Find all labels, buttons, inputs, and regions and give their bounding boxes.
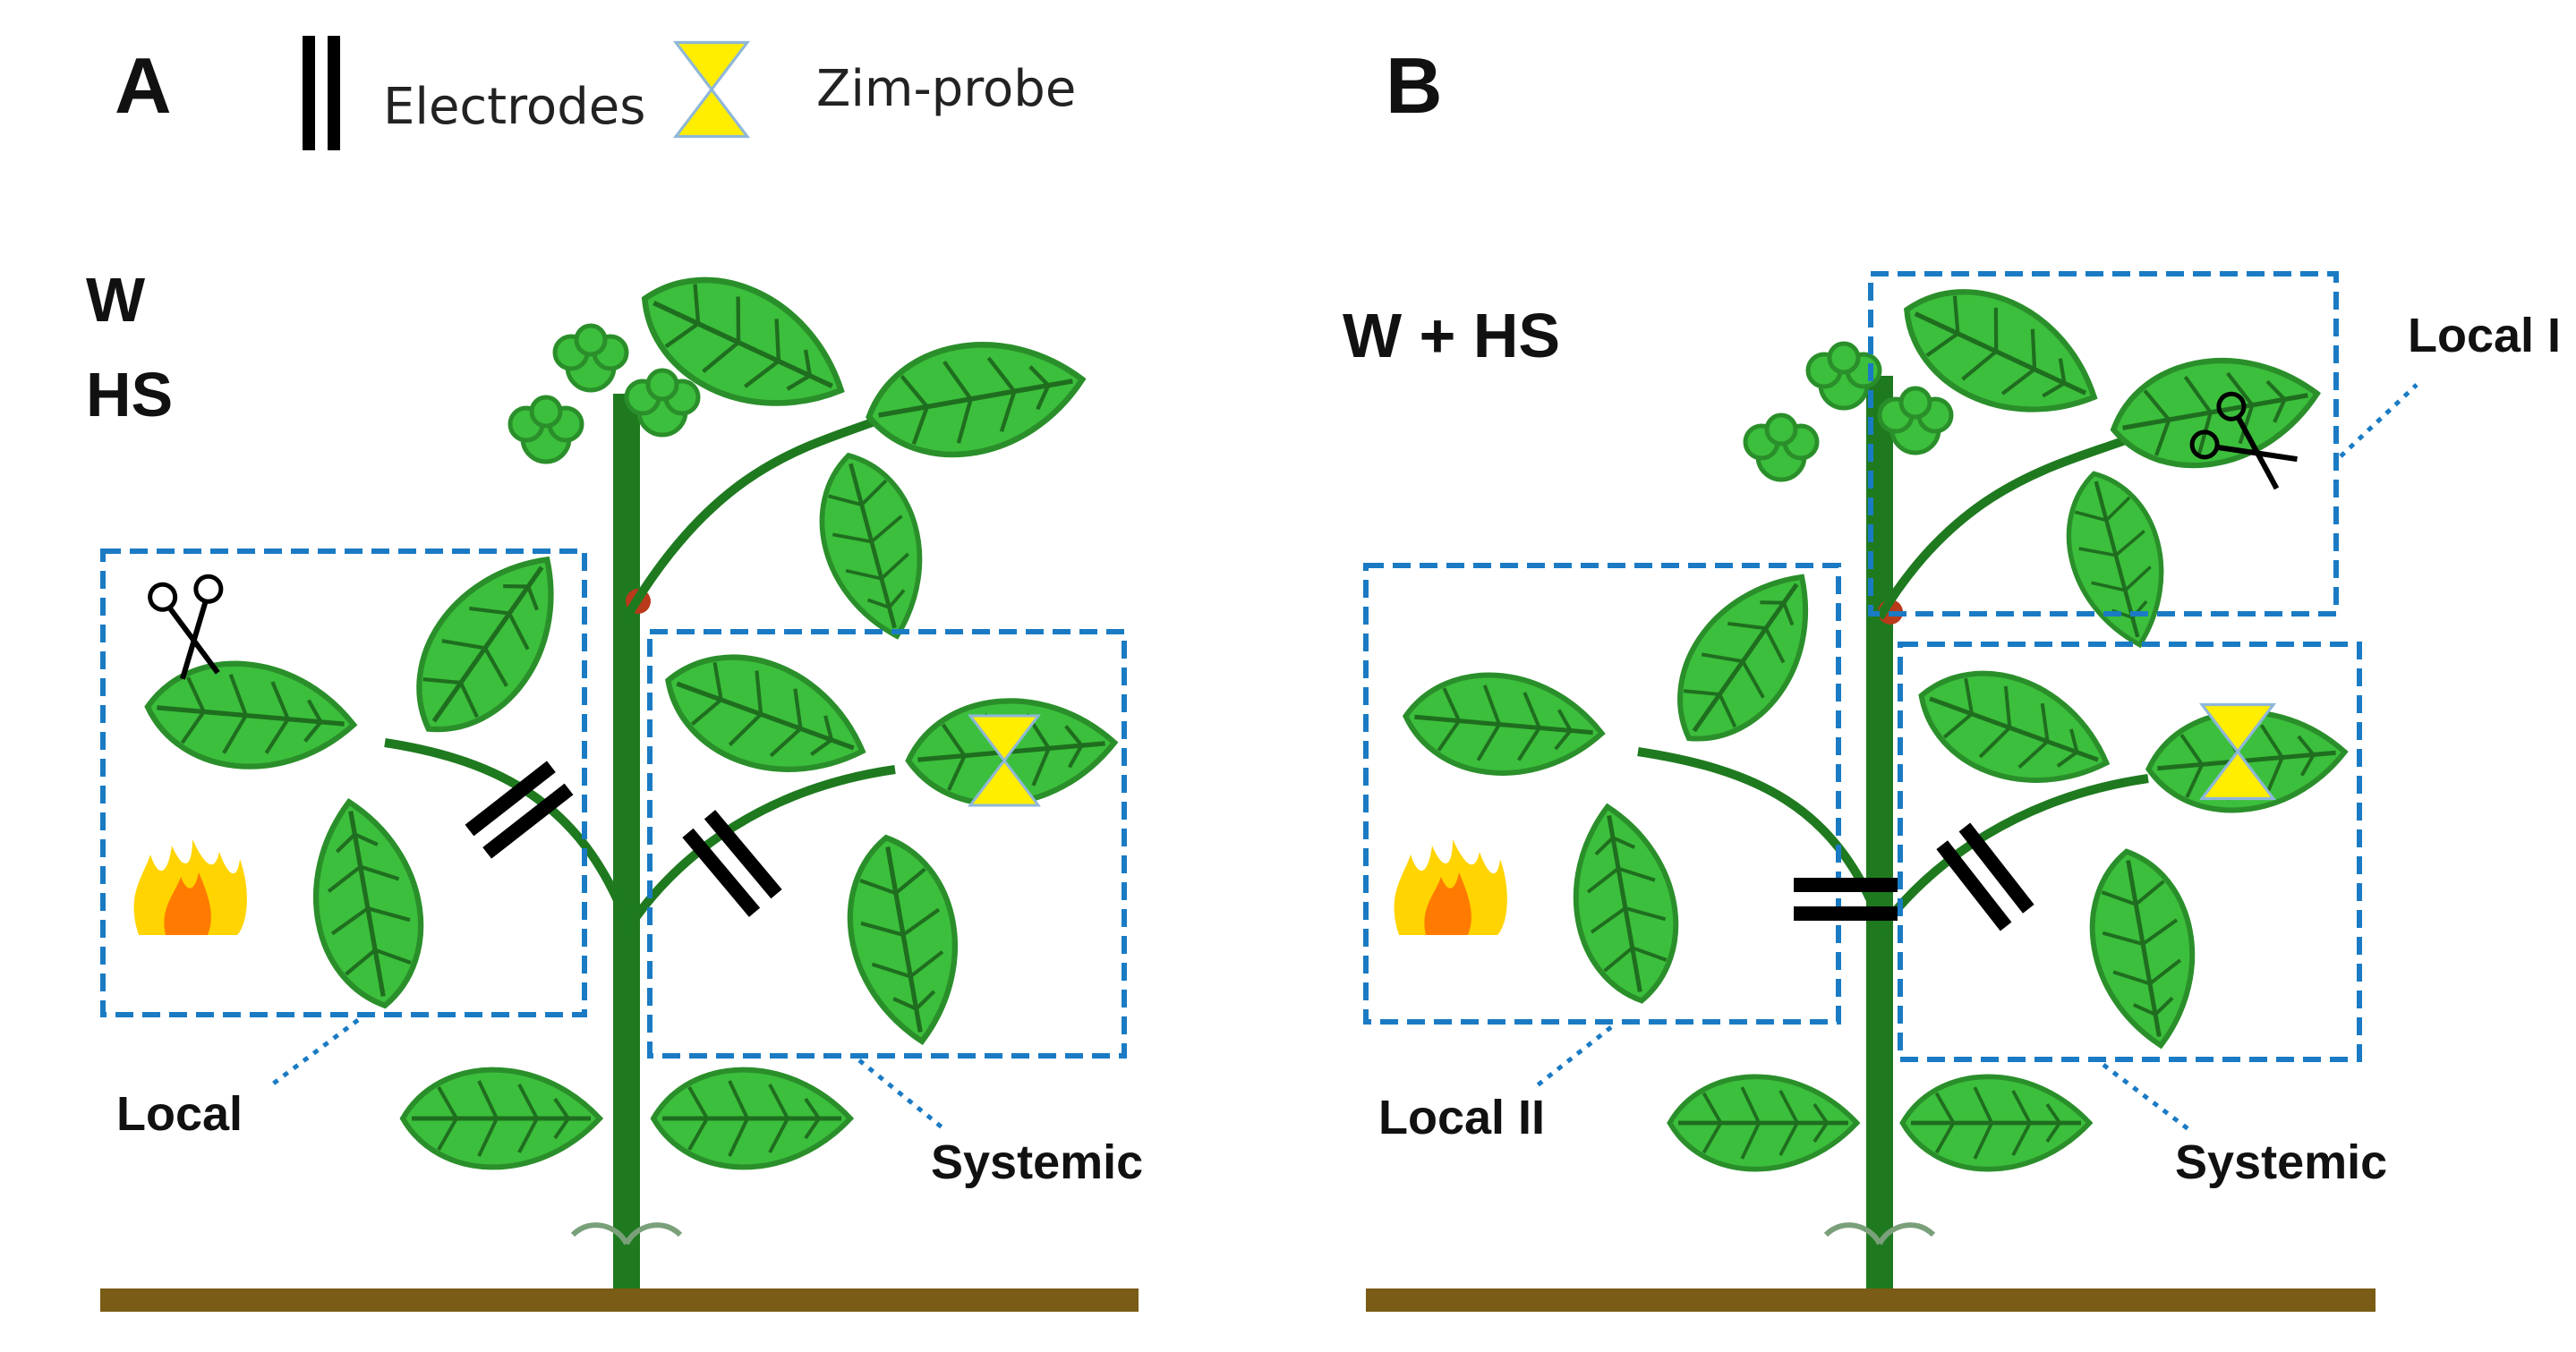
local-i-leader-b [2339,383,2418,458]
systemic-box-a [647,629,1127,1059]
local-leader-a [267,1018,360,1089]
local-i-box-b [1868,271,2339,616]
region-label-local-i: Local I [2408,309,2562,362]
region-label-systemic-b: Systemic [2175,1135,2388,1189]
ground-a [100,1288,1139,1312]
systemic-leader-b [2102,1063,2190,1131]
region-label-systemic-a: Systemic [931,1135,1144,1189]
plant-a [100,251,1139,1312]
ground-b [1366,1288,2376,1312]
legend-zim-probe-label: Zim-probe [816,60,1077,118]
plant-b [1366,263,2376,1312]
panel-b-letter: B [1386,41,1443,130]
local-ii-leader-b [1533,1025,1613,1089]
region-label-local-ii: Local II [1378,1091,1546,1144]
region-label-local: Local [116,1087,243,1141]
condition-hs: HS [86,360,174,429]
systemic-leader-a [857,1059,946,1131]
local-box-a [100,548,587,1017]
systemic-box-b [1898,642,2362,1062]
legend-electrodes-label: Electrodes [383,78,646,136]
flame-icon-a [133,839,247,935]
local-ii-box-b [1363,563,1841,1025]
legend-electrodes-icon [303,36,340,150]
panel-a-letter: A [115,41,172,130]
flame-icon-b [1394,839,1507,935]
condition-w: W [86,265,146,335]
condition-w-plus-hs: W + HS [1343,301,1561,370]
legend-zim-probe-icon [674,40,749,139]
